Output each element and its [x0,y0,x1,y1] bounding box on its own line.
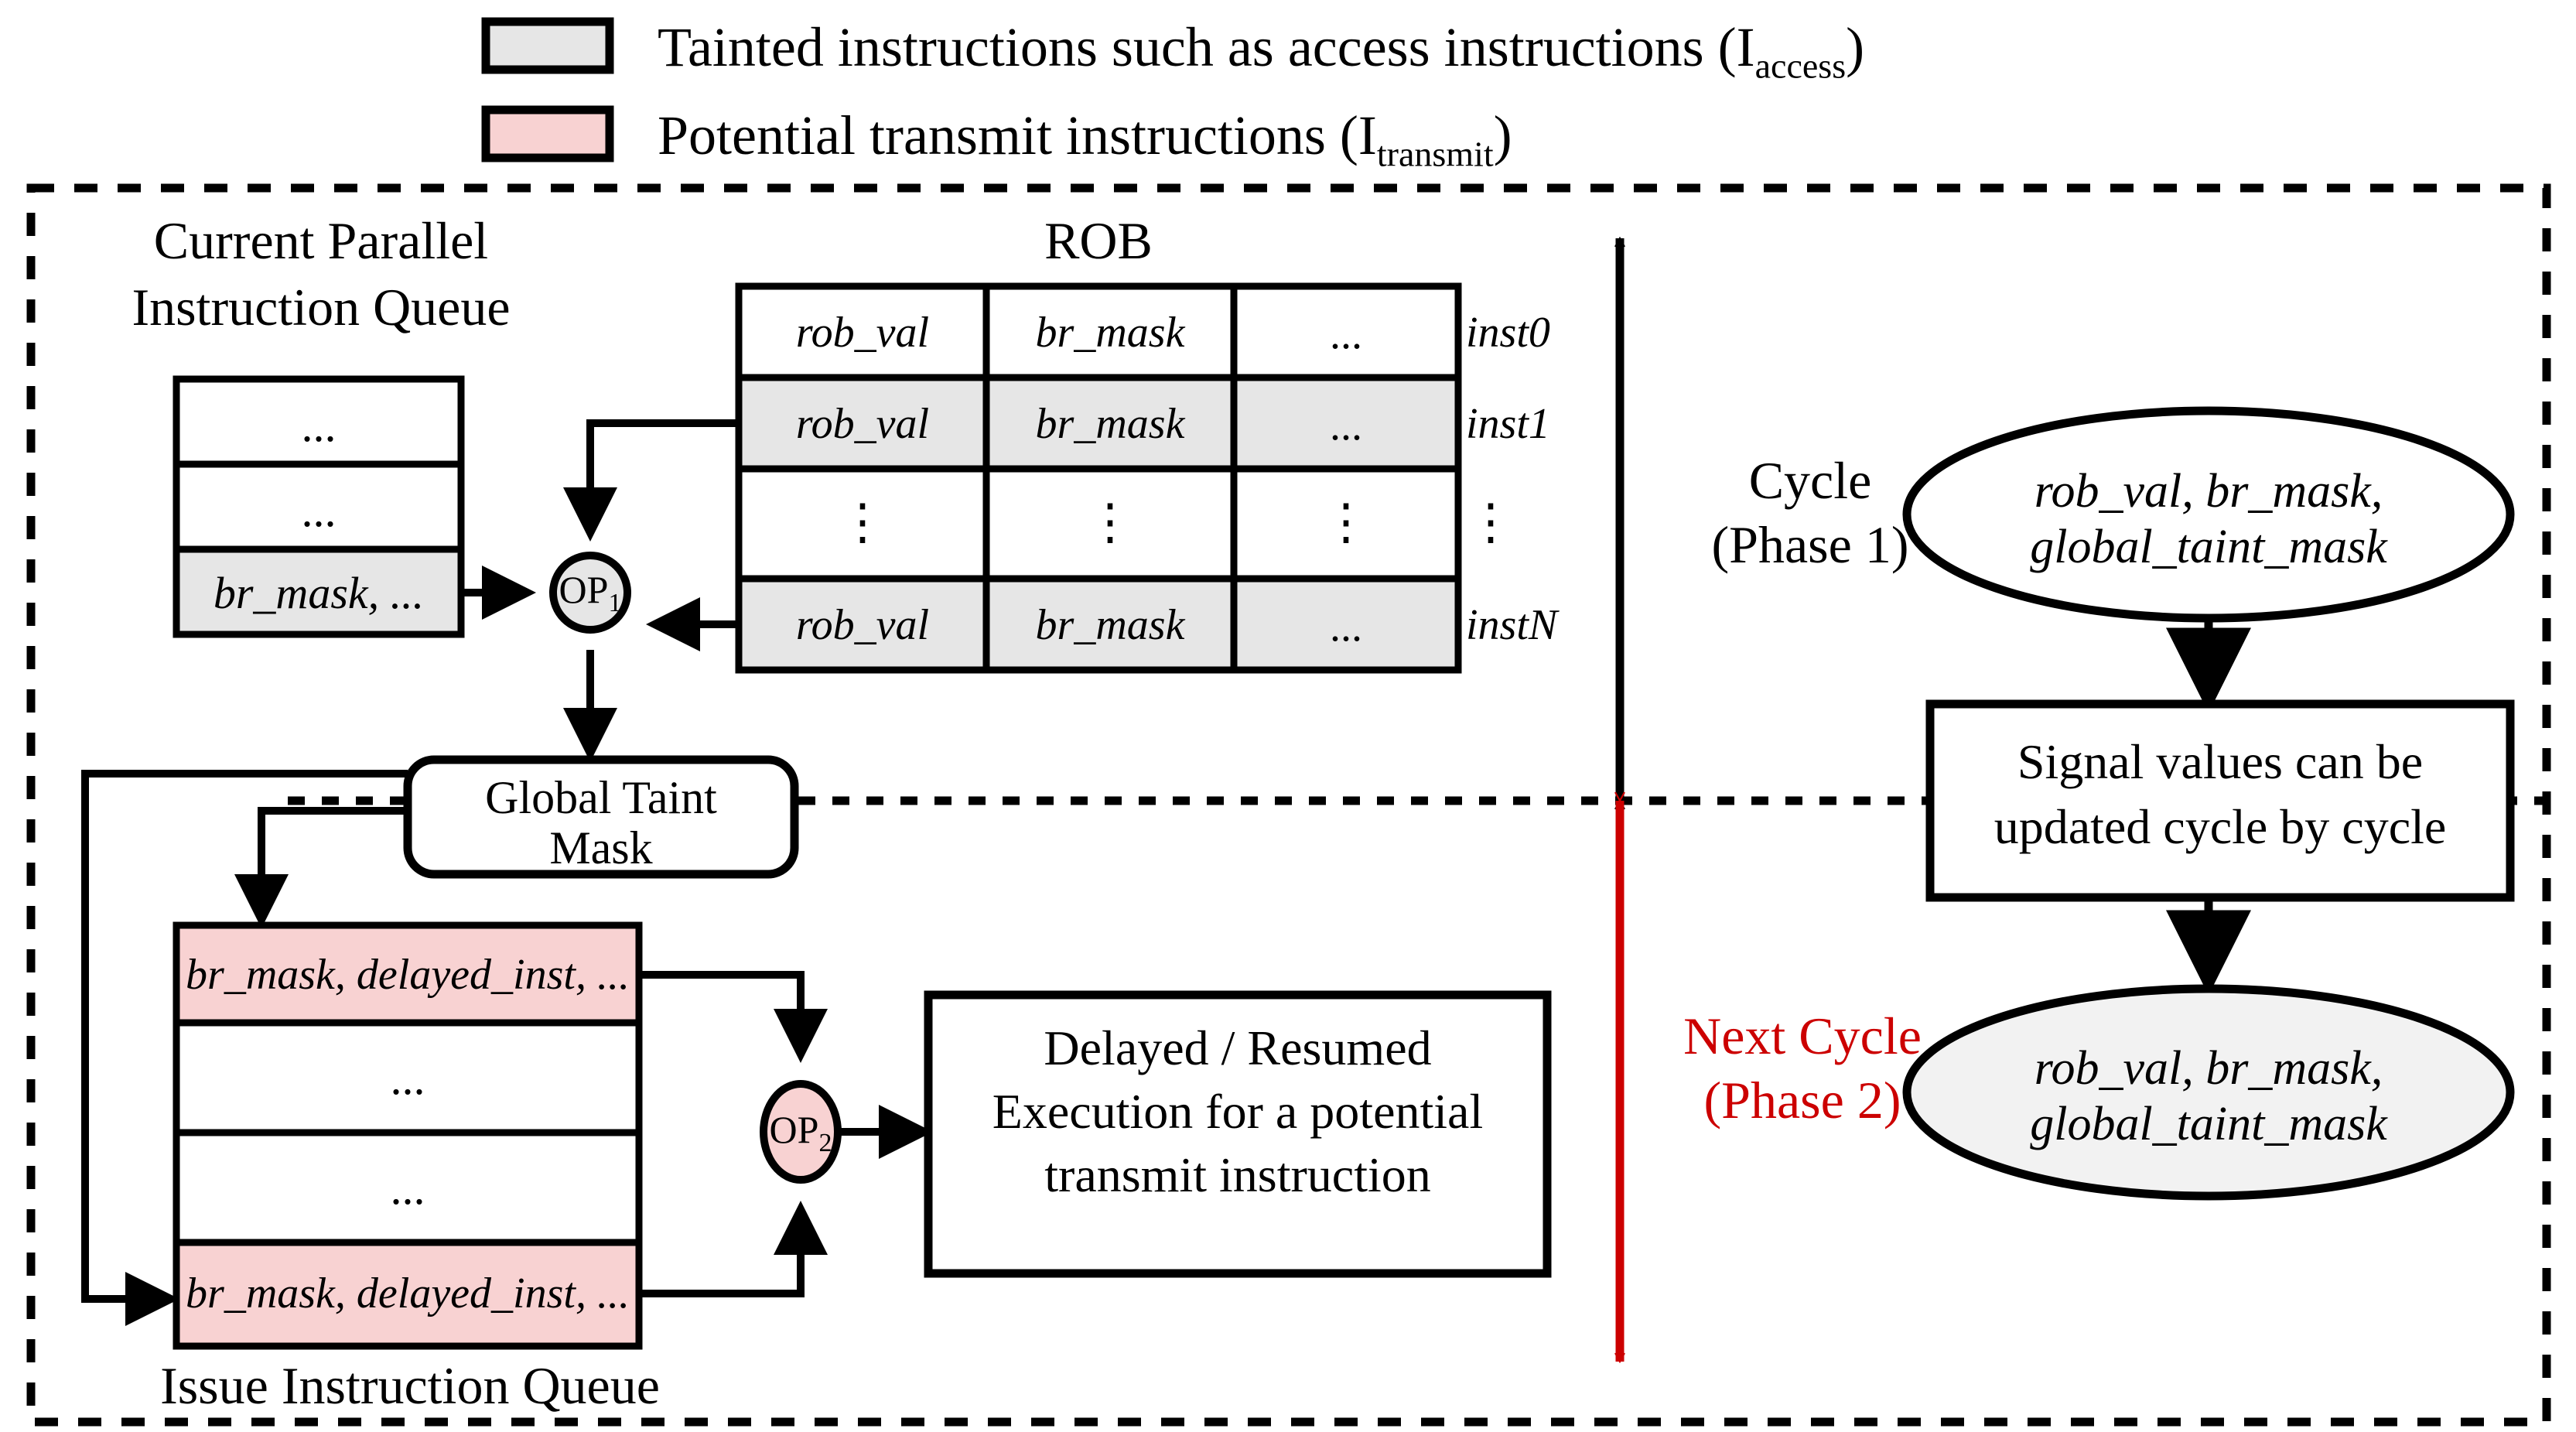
current-queue-row-0[interactable]: ... [301,400,337,451]
rob-cell-r2c1: ⋮ [1085,494,1135,549]
legend-label-transmit: Potential transmit instructions (Itransm… [658,104,1512,174]
issue-queue-row-3[interactable]: br_mask, delayed_inst, ... [186,1270,630,1318]
wire-gtm-feedback-loop [81,770,408,1326]
issue-queue-table [173,921,643,1350]
rob-cell-r0c2[interactable]: ... [1330,310,1362,358]
phase1-label-line2: (Phase 1) [1711,515,1909,574]
rob-title: ROB [1044,211,1153,270]
issue-queue-row-0[interactable]: br_mask, delayed_inst, ... [186,951,630,999]
wire-rob-inst1-to-op1 [563,419,739,542]
signal-middle-box-line1: Signal values can be [2017,734,2424,789]
issue-queue-caption: Issue Instruction Queue [160,1356,660,1415]
global-taint-mask-line2: Mask [549,822,653,873]
execution-box [924,990,1552,1278]
wire-issue-row4-to-op2 [639,1201,828,1297]
rob-row-label-0: inst0 [1466,309,1550,357]
signal-middle-box-line2: updated cycle by cycle [1993,799,2447,854]
rob-row-label-2: ⋮ [1466,494,1515,549]
rob-cell-r1c2[interactable]: ... [1330,402,1362,449]
current-queue-heading-line2: Instruction Queue [132,278,511,337]
global-taint-mask-line1: Global Taint [485,772,717,823]
rob-table [735,282,1462,674]
execution-box-line2: Execution for a potential [992,1084,1484,1139]
current-queue-heading-line1: Current Parallel [153,211,489,270]
rob-cell-r1c1[interactable]: br_mask [1035,400,1185,448]
legend-swatch-tainted [481,17,614,74]
signal-bottom-ellipse-line1: rob_val, br_mask, [2034,1042,2383,1095]
signal-bottom-ellipse-line2: global_taint_mask [2030,1098,2387,1150]
rob-cell-r0c0[interactable]: rob_val [795,309,930,357]
rob-cell-r2c0: ⋮ [838,494,887,549]
legend-label-tainted: Tainted instructions such as access inst… [658,16,1865,86]
issue-queue-row-2[interactable]: ... [390,1163,425,1214]
rob-cell-r0c1[interactable]: br_mask [1035,309,1185,357]
rob-row-label-1: inst1 [1466,400,1550,448]
rob-cell-r3c2[interactable]: ... [1330,603,1362,651]
issue-queue-row-1[interactable]: ... [390,1053,425,1104]
op2-label: OP2 [769,1108,832,1157]
phase2-label-line1: Next Cycle [1683,1007,1922,1065]
signal-top-ellipse-line2: global_taint_mask [2030,521,2387,573]
rob-cell-r3c1[interactable]: br_mask [1035,601,1185,649]
global-taint-mask-box [403,755,799,879]
phase1-label-line1: Cycle [1748,451,1872,510]
signal-top-ellipse-line1: rob_val, br_mask, [2034,465,2383,518]
execution-box-line3: transmit instruction [1044,1147,1431,1202]
op1-label: OP1 [559,568,622,617]
rob-cell-r1c0[interactable]: rob_val [795,400,930,448]
execution-box-line1: Delayed / Resumed [1044,1020,1432,1075]
legend-swatch-transmit [481,105,614,162]
current-queue-row-1[interactable]: ... [301,485,337,536]
signal-middle-box [1925,699,2515,902]
rob-cell-r3c0[interactable]: rob_val [795,601,930,649]
wire-issue-row1-to-op2 [639,971,828,1063]
current-queue-row-2[interactable]: br_mask, ... [213,568,425,618]
rob-cell-r2c2: ⋮ [1321,494,1371,549]
rob-row-label-3: instN [1466,601,1558,649]
signal-bottom-ellipse [1902,984,2515,1201]
wire-gtm-to-issue-row1 [234,807,408,928]
current-queue-table [173,375,465,638]
phase2-label-line2: (Phase 2) [1703,1071,1901,1130]
op1-node [549,552,631,634]
